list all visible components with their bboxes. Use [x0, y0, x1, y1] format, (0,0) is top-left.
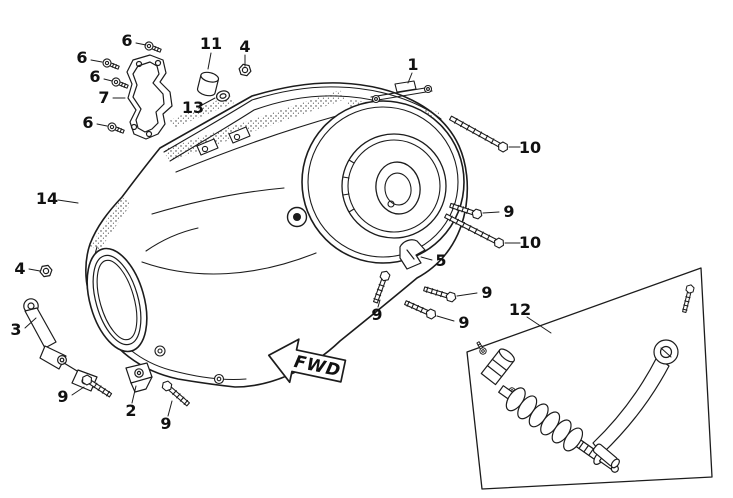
callout-part-5: 5 [435, 251, 447, 270]
part-1-bracket [370, 80, 433, 104]
callout-part-9-a: 9 [503, 202, 515, 221]
callout-part-10-a: 10 [518, 138, 542, 157]
callout-part-9-c: 9 [371, 305, 383, 324]
callout-part-6-d: 6 [82, 113, 94, 132]
callout-part-9-b: 9 [481, 283, 493, 302]
callout-part-9-d: 9 [458, 313, 470, 332]
callout-part-7: 7 [98, 88, 110, 107]
callout-part-11: 11 [199, 34, 223, 53]
part-5-bracket [399, 239, 426, 270]
part-12-kick-starter [474, 283, 696, 473]
callout-part-2: 2 [125, 401, 137, 420]
part-2-clamp [125, 362, 153, 393]
callout-part-4-a: 4 [239, 37, 251, 56]
callout-part-10-b: 10 [518, 233, 542, 252]
part-11-collar [196, 71, 220, 97]
part-12-boundary-box [466, 267, 713, 490]
callout-part-6-c: 6 [89, 67, 101, 86]
callout-part-14: 14 [35, 189, 59, 208]
callout-part-1: 1 [407, 55, 419, 74]
callout-part-13: 13 [181, 98, 205, 117]
part-7-gasket [126, 54, 173, 140]
callout-part-9-f: 9 [160, 414, 172, 433]
part-13-washer [215, 90, 231, 102]
part-4-nut-left [38, 264, 54, 278]
callout-part-6-a: 6 [121, 31, 133, 50]
callout-part-12: 12 [508, 300, 532, 319]
callout-part-9-e: 9 [57, 387, 69, 406]
cover-cvt-circle [301, 100, 465, 264]
callout-part-3: 3 [10, 320, 22, 339]
callout-part-6-b: 6 [76, 48, 88, 67]
callout-part-4-b: 4 [14, 259, 26, 278]
cover-duct-opening [86, 247, 148, 353]
leader-lines [24, 42, 552, 417]
